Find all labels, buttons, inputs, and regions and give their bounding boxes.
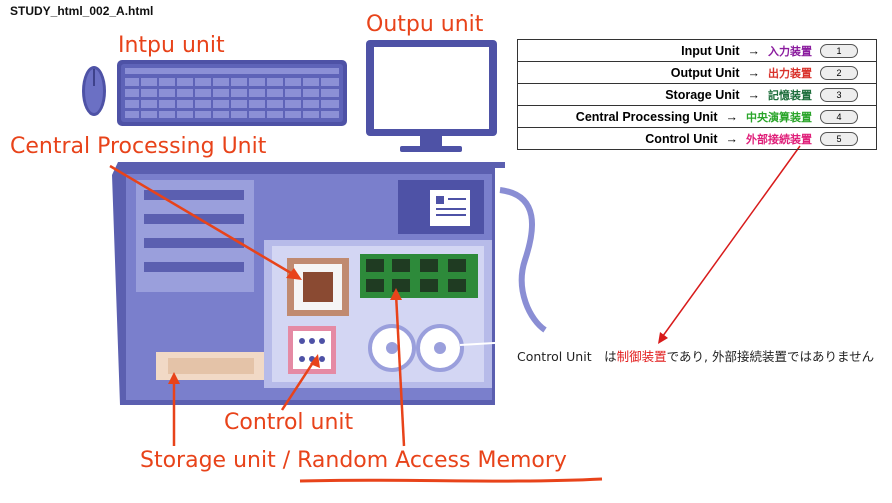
cpu-label: Central Processing Unit: [10, 134, 267, 159]
row-japanese: 記憶装置: [768, 88, 812, 102]
control-unit-note: Control Unit は制御装置であり, 外部接続装置ではありません: [517, 347, 887, 366]
mouse-icon: [82, 66, 106, 116]
note-suffix: であり, 外部接続装置ではありません: [666, 349, 875, 364]
badge-button[interactable]: 4: [820, 110, 858, 125]
row-japanese: 外部接続装置: [746, 132, 812, 146]
table-row: Output Unit → 出力装置 2: [517, 61, 877, 84]
badge-button[interactable]: 1: [820, 44, 858, 59]
table-row: Input Unit → 入力装置 1: [517, 39, 877, 62]
control-unit-label: Control unit: [224, 410, 354, 435]
row-english: Storage Unit: [665, 87, 740, 102]
note-prefix: Control Unit は: [517, 349, 617, 364]
page-title: STUDY_html_002_A.html: [10, 4, 154, 18]
row-japanese: 入力装置: [768, 44, 812, 58]
row-english: Output Unit: [670, 65, 740, 80]
arrow-icon: →: [725, 109, 739, 124]
storage-ram-label: Storage unit / Random Access Memory: [140, 448, 567, 473]
table-row: Control Unit → 外部接続装置 5: [517, 127, 877, 150]
arrow-icon: →: [747, 43, 761, 58]
output-unit-label: Outpu unit: [366, 12, 484, 37]
badge-button[interactable]: 3: [820, 88, 858, 103]
arrow-icon: →: [747, 65, 761, 80]
row-english: Control Unit: [645, 131, 718, 146]
table-row: Storage Unit → 記憶装置 3: [517, 83, 877, 106]
unit-mapping-table: Input Unit → 入力装置 1 Output Unit → 出力装置 2 Stora…: [517, 39, 877, 150]
row-english: Input Unit: [681, 43, 740, 58]
input-unit-label: Intpu unit: [118, 33, 225, 58]
note-highlight: 制御装置: [616, 349, 667, 364]
row-japanese: 中央演算装置: [746, 110, 812, 124]
row-english: Central Processing Unit: [575, 109, 718, 124]
computer-case: [112, 162, 505, 405]
arrow-icon: →: [747, 87, 761, 102]
keyboard-icon: [117, 60, 347, 126]
monitor-icon: [366, 40, 497, 152]
badge-button[interactable]: 2: [820, 66, 858, 81]
table-row: Central Processing Unit → 中央演算装置 4: [517, 105, 877, 128]
arrow-icon: →: [725, 131, 739, 146]
row-japanese: 出力装置: [768, 66, 812, 80]
badge-button[interactable]: 5: [820, 132, 858, 147]
